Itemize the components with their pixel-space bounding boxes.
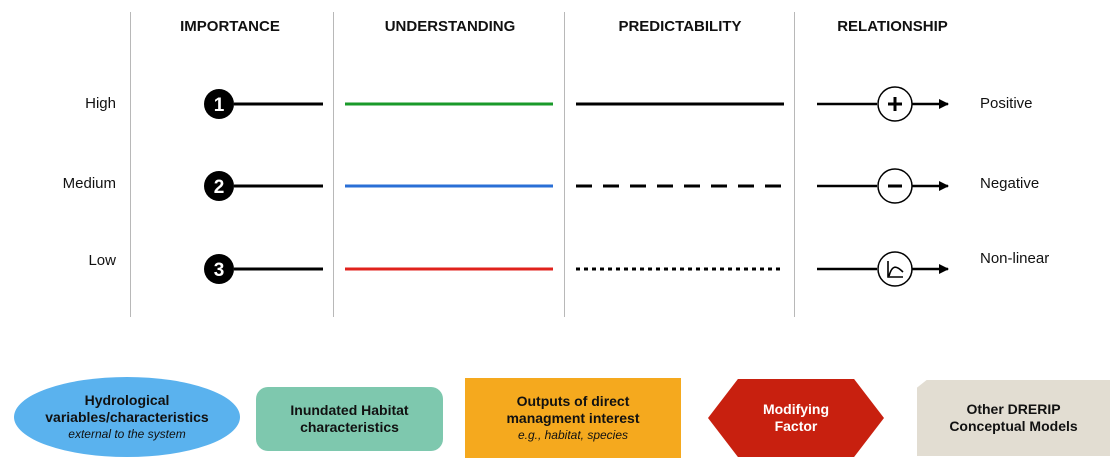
header-predictability: PREDICTABILITY <box>618 18 742 35</box>
header-understanding: UNDERSTANDING <box>384 18 516 35</box>
relationship-label-nonlinear: Non-linear <box>980 250 1050 267</box>
header-importance: IMPORTANCE <box>180 18 280 35</box>
column-divider <box>564 12 565 317</box>
legend-modifying-factor: Modifying Factor <box>708 379 884 457</box>
legend-other-drerip: Other DRERIP Conceptual Models <box>917 380 1110 456</box>
relationship-negative-symbol <box>817 168 949 204</box>
row-label-high: High <box>85 95 116 112</box>
importance-circle <box>204 89 234 119</box>
importance-circle <box>204 254 234 284</box>
legend-hydrological-line2: variables/characteristics <box>45 408 209 425</box>
column-divider <box>333 12 334 317</box>
header-relationship: RELATIONSHIP <box>837 18 948 35</box>
legend-hydrological-note: external to the system <box>68 426 186 441</box>
legend-inundated-habitat: Inundated Habitat characteristics <box>256 387 443 451</box>
legend-modifying-line1: Modifying <box>762 401 830 417</box>
legend-outputs: Outputs of direct managment interest e.g… <box>465 378 681 458</box>
legend-outputs-line2: managment interest <box>506 409 640 426</box>
importance-symbol-1: 1 <box>204 89 323 119</box>
relationship-nonlinear-symbol <box>817 251 949 287</box>
row-label-low: Low <box>88 252 116 269</box>
relationship-positive-symbol <box>817 86 949 122</box>
legend-other-line1: Other DRERIP <box>966 401 1061 417</box>
importance-number: 1 <box>214 95 225 116</box>
importance-number: 2 <box>214 177 225 198</box>
curve-icon <box>887 261 904 278</box>
legend-inundated-line2: characteristics <box>300 419 399 435</box>
importance-symbol-2: 2 <box>204 171 323 201</box>
column-divider <box>130 12 131 317</box>
legend-outputs-line1: Outputs of direct <box>516 392 630 409</box>
importance-symbol-3: 3 <box>204 254 323 284</box>
legend-symbols: 1 2 3 <box>204 86 949 287</box>
legend-other-line2: Conceptual Models <box>949 418 1078 434</box>
legend-hydrological-line1: Hydrological <box>84 391 170 408</box>
legend-hydrological: Hydrological variables/characteristics e… <box>14 377 240 457</box>
relationship-label-negative: Negative <box>980 175 1040 192</box>
row-label-medium: Medium <box>62 175 116 192</box>
column-divider <box>794 12 795 317</box>
relationship-label-positive: Positive <box>980 95 1033 112</box>
curve-circle <box>877 251 913 287</box>
legend-modifying-line2: Factor <box>774 418 818 434</box>
legend-inundated-line1: Inundated Habitat <box>290 402 409 418</box>
importance-number: 3 <box>214 260 225 281</box>
legend-outputs-note: e.g., habitat, species <box>517 427 629 442</box>
importance-circle <box>204 171 234 201</box>
